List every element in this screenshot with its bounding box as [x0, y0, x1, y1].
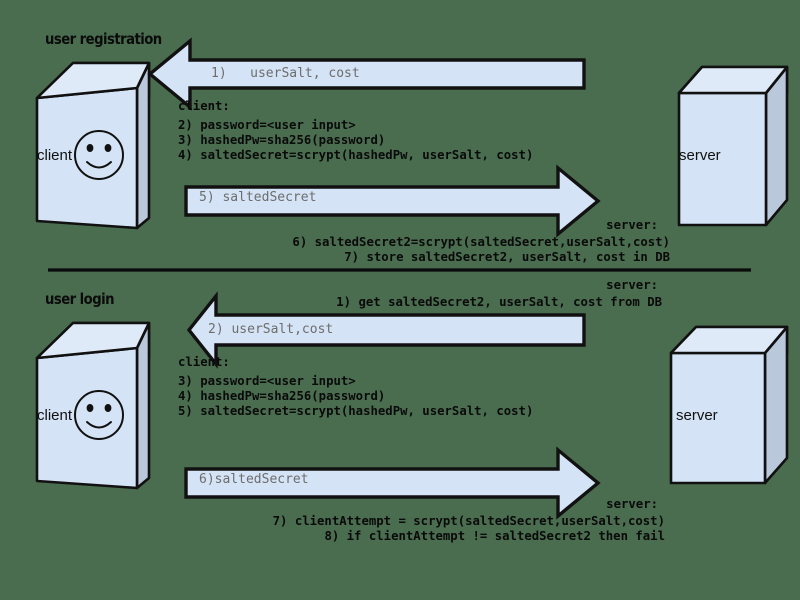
server-cube-label-login: server — [676, 407, 718, 424]
client-steps-heading-registration: client: — [178, 99, 230, 113]
client-cube-registration — [35, 61, 151, 230]
arrow-label-registration-1: 1) userSalt, cost — [211, 66, 360, 81]
server-cube-registration — [677, 65, 789, 227]
arrow-right-login — [184, 446, 601, 520]
client-step-login-5: 5) saltedSecret=scrypt(hashedPw, userSal… — [178, 404, 534, 418]
server-pre-heading-login: server: — [606, 278, 658, 292]
arrow-left-login — [186, 291, 586, 369]
server-pre-step-login-1: 1) get saltedSecret2, userSalt, cost fro… — [336, 295, 662, 309]
server-steps-heading-registration: server: — [606, 218, 658, 232]
server-step-registration-6: 6) saltedSecret2=scrypt(saltedSecret,use… — [292, 235, 670, 249]
client-step-registration-3: 3) hashedPw=sha256(password) — [178, 133, 386, 147]
arrow-label-login-2: 2) userSalt,cost — [208, 322, 334, 337]
server-steps-heading-login: server: — [606, 497, 658, 511]
server-step-login-8: 8) if clientAttempt != saltedSecret2 the… — [324, 529, 665, 543]
server-cube-login — [669, 325, 789, 485]
server-cube-label-registration: server — [679, 147, 721, 164]
client-step-registration-2: 2) password=<user input> — [178, 118, 356, 132]
section-title-login: user login — [45, 290, 115, 308]
arrow-label-registration-5: 5) saltedSecret — [199, 190, 317, 205]
client-cube-login — [35, 321, 151, 490]
smiley-icon — [74, 130, 124, 180]
server-step-login-7: 7) clientAttempt = scrypt(saltedSecret,u… — [272, 514, 665, 528]
smiley-icon — [74, 390, 124, 440]
client-cube-label-registration: client — [37, 147, 73, 164]
client-step-login-3: 3) password=<user input> — [178, 374, 356, 388]
server-step-registration-7: 7) store saltedSecret2, userSalt, cost i… — [344, 250, 670, 264]
client-step-registration-4: 4) saltedSecret=scrypt(hashedPw, userSal… — [178, 148, 534, 162]
section-title-registration: user registration — [45, 30, 162, 48]
arrow-left-registration — [147, 37, 586, 111]
client-steps-heading-login: client: — [178, 355, 230, 369]
arrow-right-registration — [184, 164, 601, 238]
client-step-login-4: 4) hashedPw=sha256(password) — [178, 389, 386, 403]
client-cube-label-login: client — [37, 407, 73, 424]
arrow-label-login-6: 6)saltedSecret — [199, 472, 309, 487]
